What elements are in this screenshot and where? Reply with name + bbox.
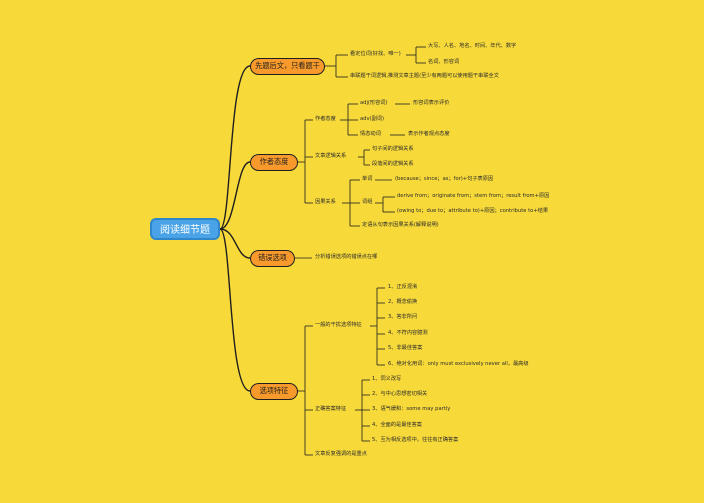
list-item[interactable]: 5、非最佳答案 (388, 345, 423, 351)
list-item[interactable]: 2、与中心思想密切相关 (372, 391, 428, 397)
node-distractor-features[interactable]: 一般的干扰选项特征 (315, 322, 362, 328)
node-paragraph-logic[interactable]: 段落间的逻辑关系 (372, 161, 414, 167)
node-attributive-clause[interactable]: 定语从句表示因果关系(解释说明) (362, 222, 439, 228)
list-item[interactable]: 4、不符内容臆测 (388, 330, 428, 336)
node-repeated-emphasis[interactable]: 文章反复强调的是重点 (315, 451, 367, 457)
node-cause-effect[interactable]: 因果关系 (315, 199, 336, 205)
node-analyze-wrong-options[interactable]: 分析错误选项的错误点在哪 (315, 254, 378, 260)
list-item[interactable]: 3、语气缓和：some may partly (372, 406, 451, 412)
node-author-attitude[interactable]: 作者态度 (315, 116, 336, 122)
node-owing-to[interactable]: (owing to；due to；attribute to)+原因；contri… (397, 208, 549, 214)
list-item[interactable]: 4、全面的是最佳答案 (372, 422, 422, 428)
node-derive-from[interactable]: derive from；originate from；stem from；res… (397, 193, 550, 199)
node-sentence-logic[interactable]: 句子间的逻辑关系 (372, 146, 414, 152)
node-locate-words[interactable]: 看定位词(好找、唯一) (350, 51, 401, 57)
list-item[interactable]: 6、绝对化用词：only must exclusively never all，… (388, 361, 529, 367)
node-single-words[interactable]: 单词 (362, 176, 373, 182)
node-correct-answer-features[interactable]: 正确答案特征 (315, 406, 347, 412)
node-link-question-logic[interactable]: 串联题干词逻辑,推测文章主题(至少有两题可以使用题干串联全文 (350, 73, 499, 79)
node-adverbs[interactable]: adv(副词) (360, 116, 384, 122)
root-node[interactable]: 阅读细节题 (150, 218, 220, 240)
node-author-viewpoint[interactable]: 表示作者观点态度 (408, 131, 450, 137)
list-item[interactable]: 1、正反混淆 (388, 284, 418, 290)
node-adjectives[interactable]: adj(形容词) (360, 100, 388, 106)
node-nouns-adjectives[interactable]: 名词、形容词 (428, 59, 460, 65)
list-item[interactable]: 2、概念偷换 (388, 299, 418, 305)
node-phrases[interactable]: 词组 (362, 199, 373, 205)
list-item[interactable]: 5、互为相反选项中，往往有正确答案 (372, 437, 459, 443)
node-because-since[interactable]: (because；since；as；for)+句子表原因 (395, 176, 494, 182)
list-item[interactable]: 3、答非所问 (388, 314, 418, 320)
branch-wrong-options[interactable]: 错误选项 (250, 250, 295, 267)
node-text-logic[interactable]: 文章逻辑关系 (315, 153, 347, 159)
node-capitals-names[interactable]: 大写、人名、地名、时间、年代、数字 (428, 43, 517, 49)
branch-author-attitude[interactable]: 作者态度 (250, 154, 298, 171)
node-adjective-evaluation[interactable]: 形容词表示评价 (413, 100, 450, 106)
branch-option-features[interactable]: 选项特征 (250, 383, 298, 400)
list-item[interactable]: 1、同义改写 (372, 376, 402, 382)
node-modal-verbs[interactable]: 情态动词 (360, 131, 381, 137)
branch-read-question-first[interactable]: 先题后文，只看题干 (250, 58, 325, 75)
